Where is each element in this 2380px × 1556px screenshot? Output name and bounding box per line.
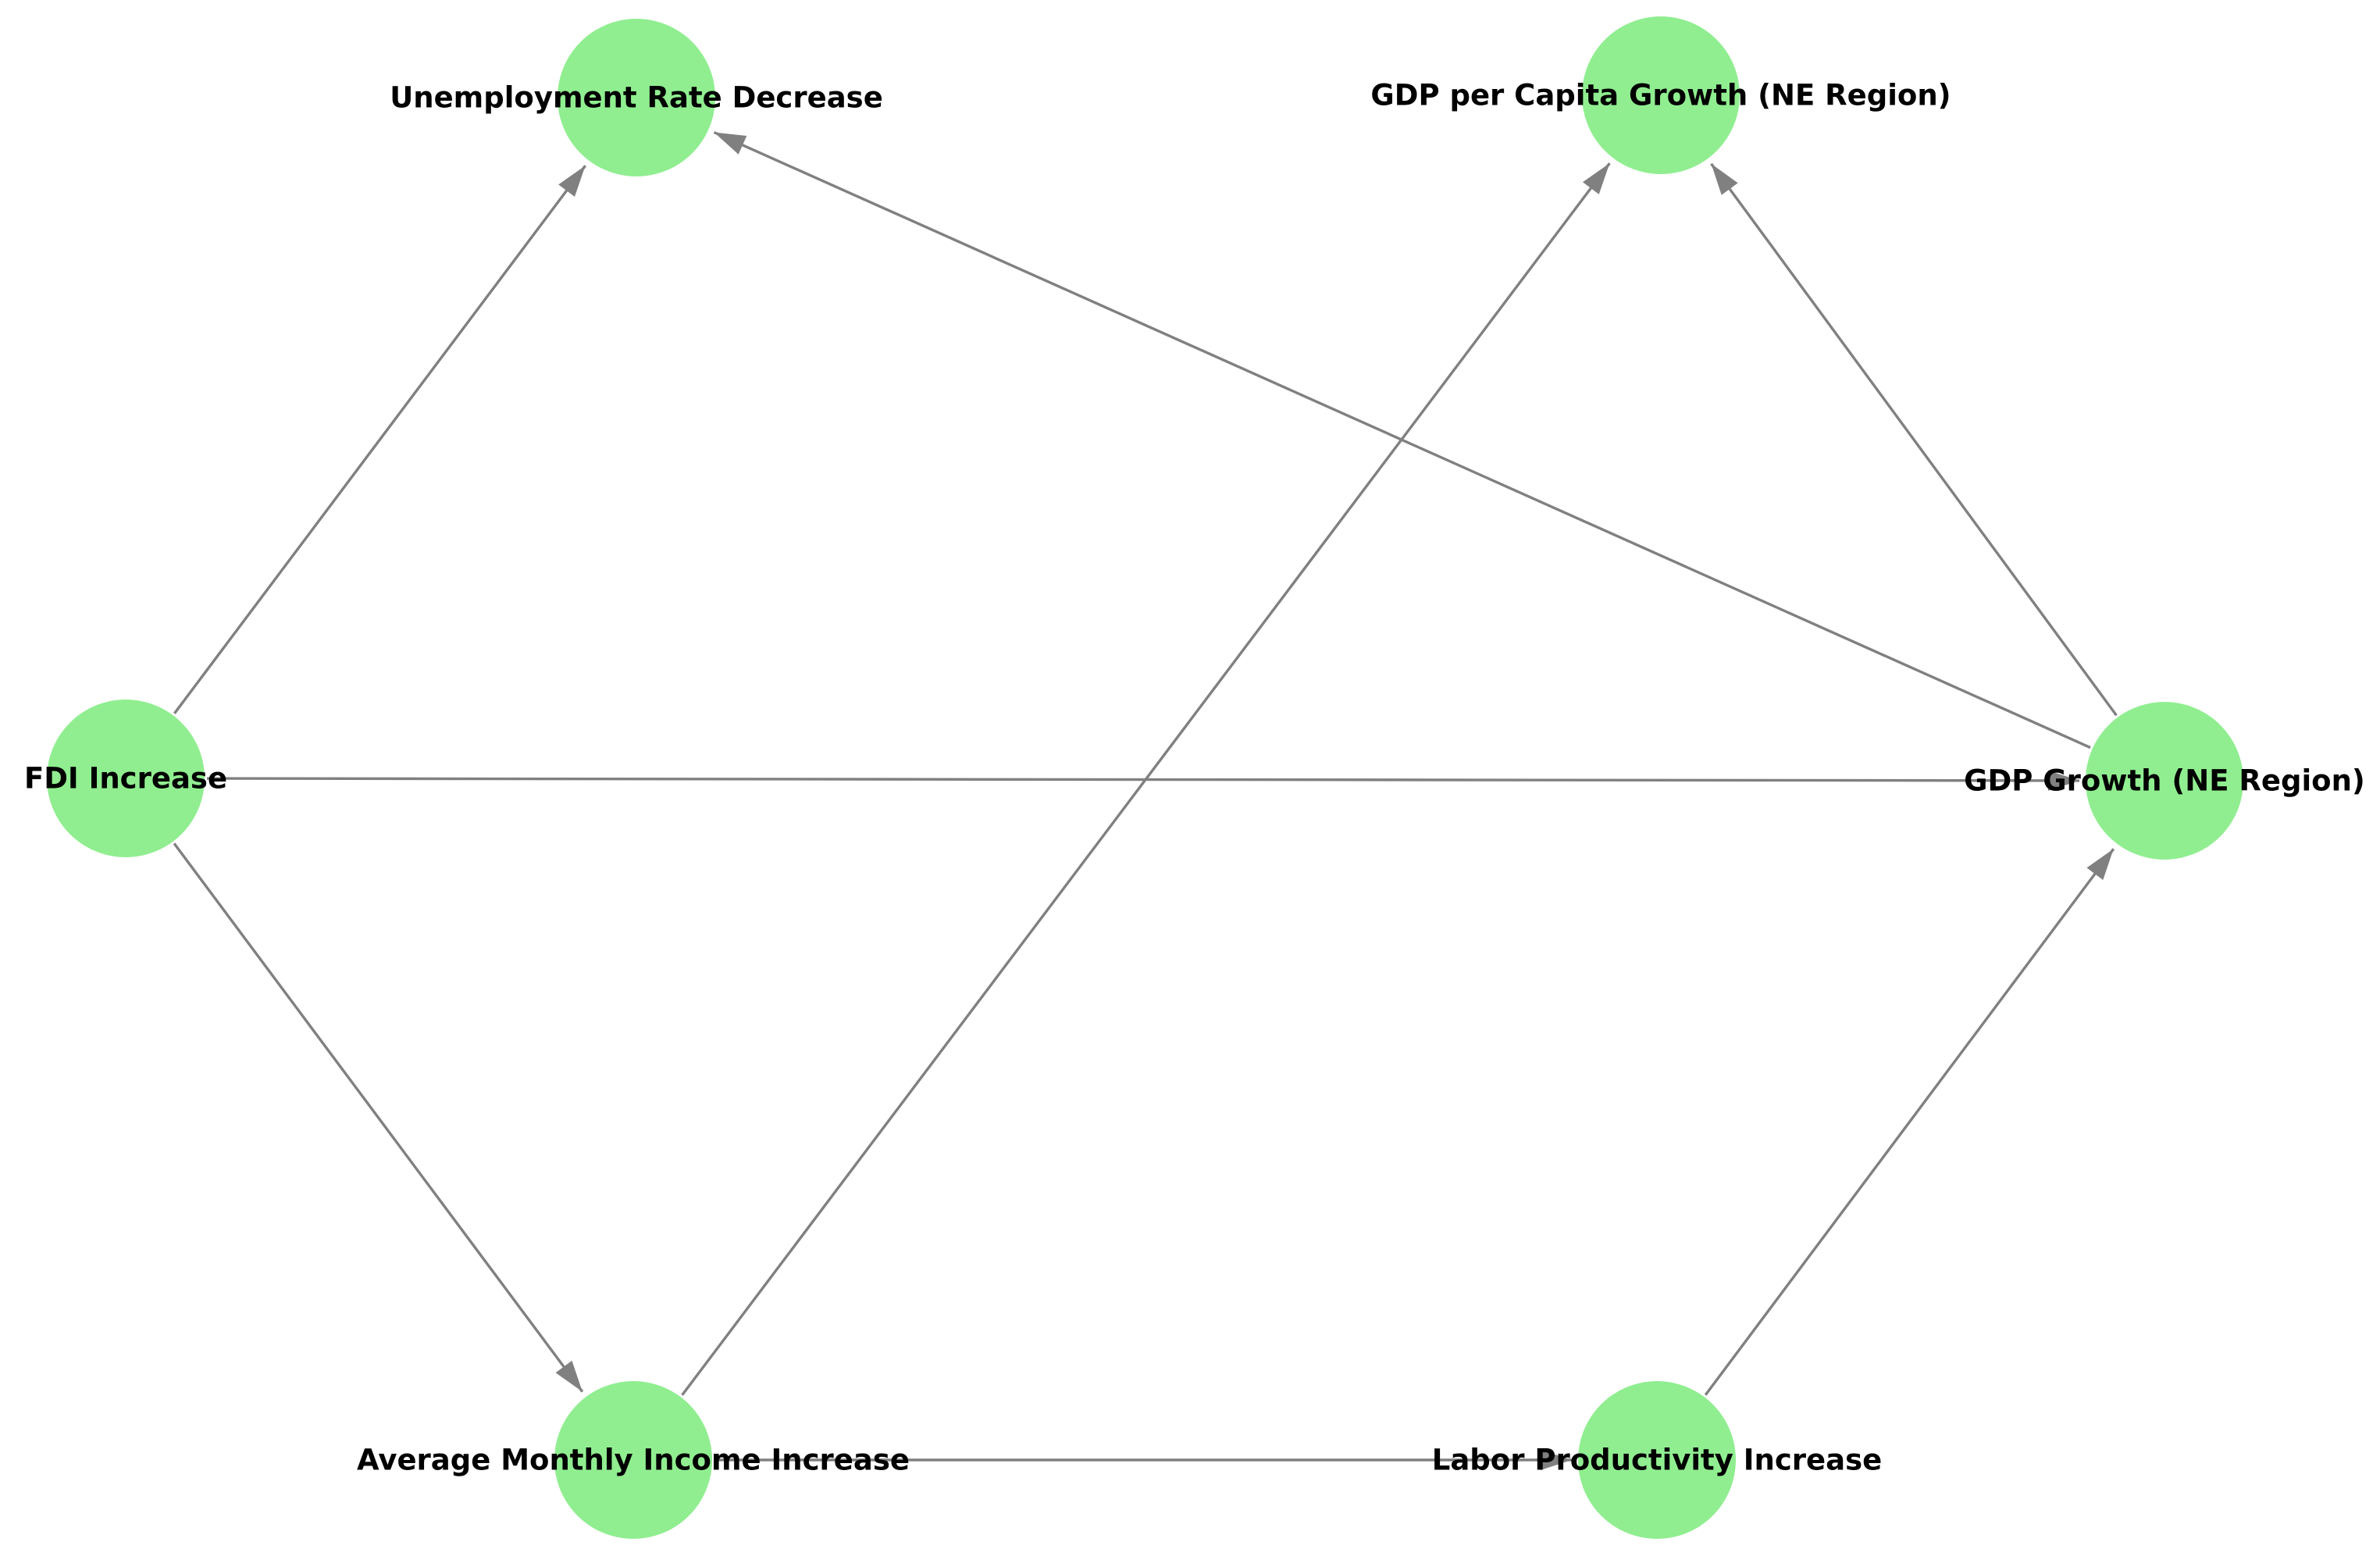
graph-edge-fdi-to-gdp_growth (206, 770, 2080, 791)
graph-edge-fdi-to-unemployment (173, 165, 586, 714)
graph-edge-labor_productivity-to-gdp_growth (1704, 848, 2115, 1396)
graph-node-label-labor_productivity: Labor Productivity Increase (1432, 1444, 1882, 1477)
graph-node-gdp_per_capita (1582, 16, 1740, 174)
graph-edge-avg_income-to-gdp_per_capita (681, 162, 1611, 1396)
graph-node-label-unemployment: Unemployment Rate Decrease (390, 81, 883, 115)
graph-edge-fdi-to-avg_income (173, 842, 584, 1393)
graph-node-gdp_growth (2086, 702, 2243, 860)
graph-node-fdi (47, 700, 205, 857)
edges-layer (173, 130, 2118, 1470)
graph-node-label-fdi: FDI Increase (24, 762, 227, 796)
graph-node-unemployment (558, 19, 715, 176)
nodes-layer (47, 16, 2243, 1539)
graph-node-avg_income (554, 1381, 712, 1539)
graph-edge-gdp_growth-to-gdp_per_capita (1710, 162, 2118, 717)
graph-node-label-avg_income: Average Monthly Income Increase (357, 1444, 910, 1477)
graph-node-labor_productivity (1578, 1381, 1736, 1539)
graph-node-label-gdp_per_capita: GDP per Capita Growth (NE Region) (1370, 79, 1951, 112)
graph-node-label-gdp_growth: GDP Growth (NE Region) (1964, 764, 2365, 798)
